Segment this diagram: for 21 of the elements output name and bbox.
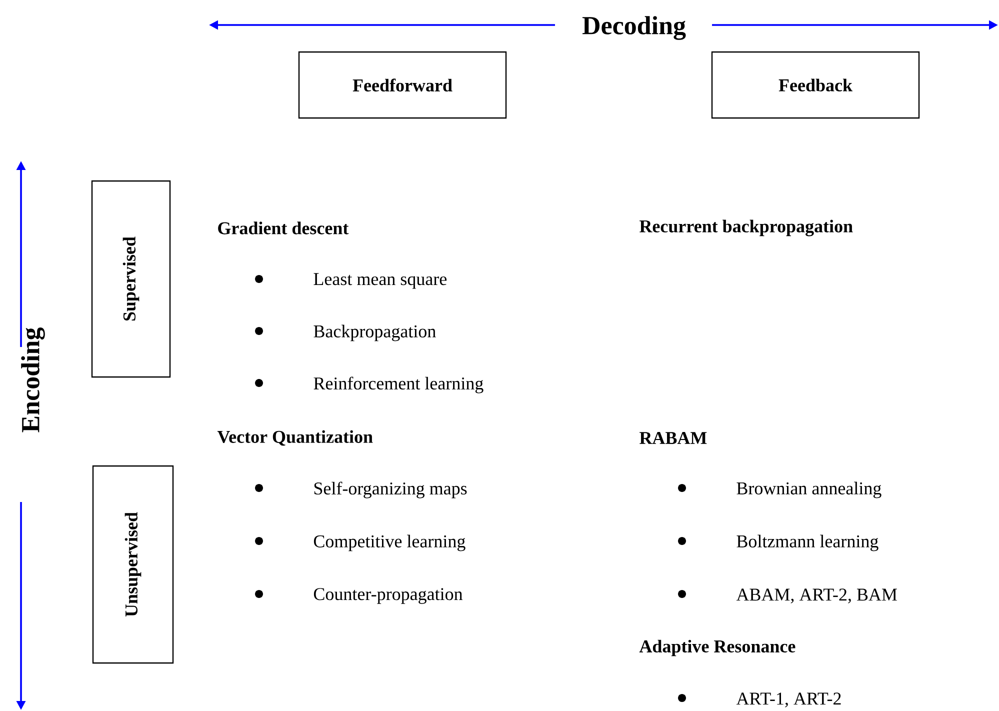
list-item: Backpropagation bbox=[314, 324, 436, 342]
group-heading: Recurrent backpropagation bbox=[640, 220, 853, 236]
group-heading: Adaptive Resonance bbox=[639, 640, 796, 656]
group-heading: Gradient descent bbox=[218, 222, 349, 234]
list-item: Least mean square bbox=[314, 273, 447, 289]
group-heading: RABAM bbox=[640, 432, 707, 444]
category-box: Unsupervised bbox=[92, 465, 174, 664]
category-box: Feedforward bbox=[298, 51, 507, 119]
list-item: ABAM, ART-2, BAM bbox=[736, 588, 897, 604]
list-item: Boltzmann learning bbox=[736, 534, 878, 552]
category-box: Feedback bbox=[711, 51, 920, 119]
list-item: Reinforcement learning bbox=[314, 376, 484, 394]
category-box: Supervised bbox=[91, 180, 171, 378]
list-item: ART-1, ART-2 bbox=[736, 692, 841, 708]
list-item: Counter-propagation bbox=[314, 588, 463, 604]
group-heading: Vector Quantization bbox=[217, 430, 373, 446]
axis-label: Decoding bbox=[582, 16, 686, 40]
axis-label: Encoding bbox=[21, 328, 45, 432]
list-item: Competitive learning bbox=[314, 534, 466, 552]
list-item: Brownian annealing bbox=[736, 482, 882, 498]
list-item: Self-organizing maps bbox=[314, 482, 467, 498]
